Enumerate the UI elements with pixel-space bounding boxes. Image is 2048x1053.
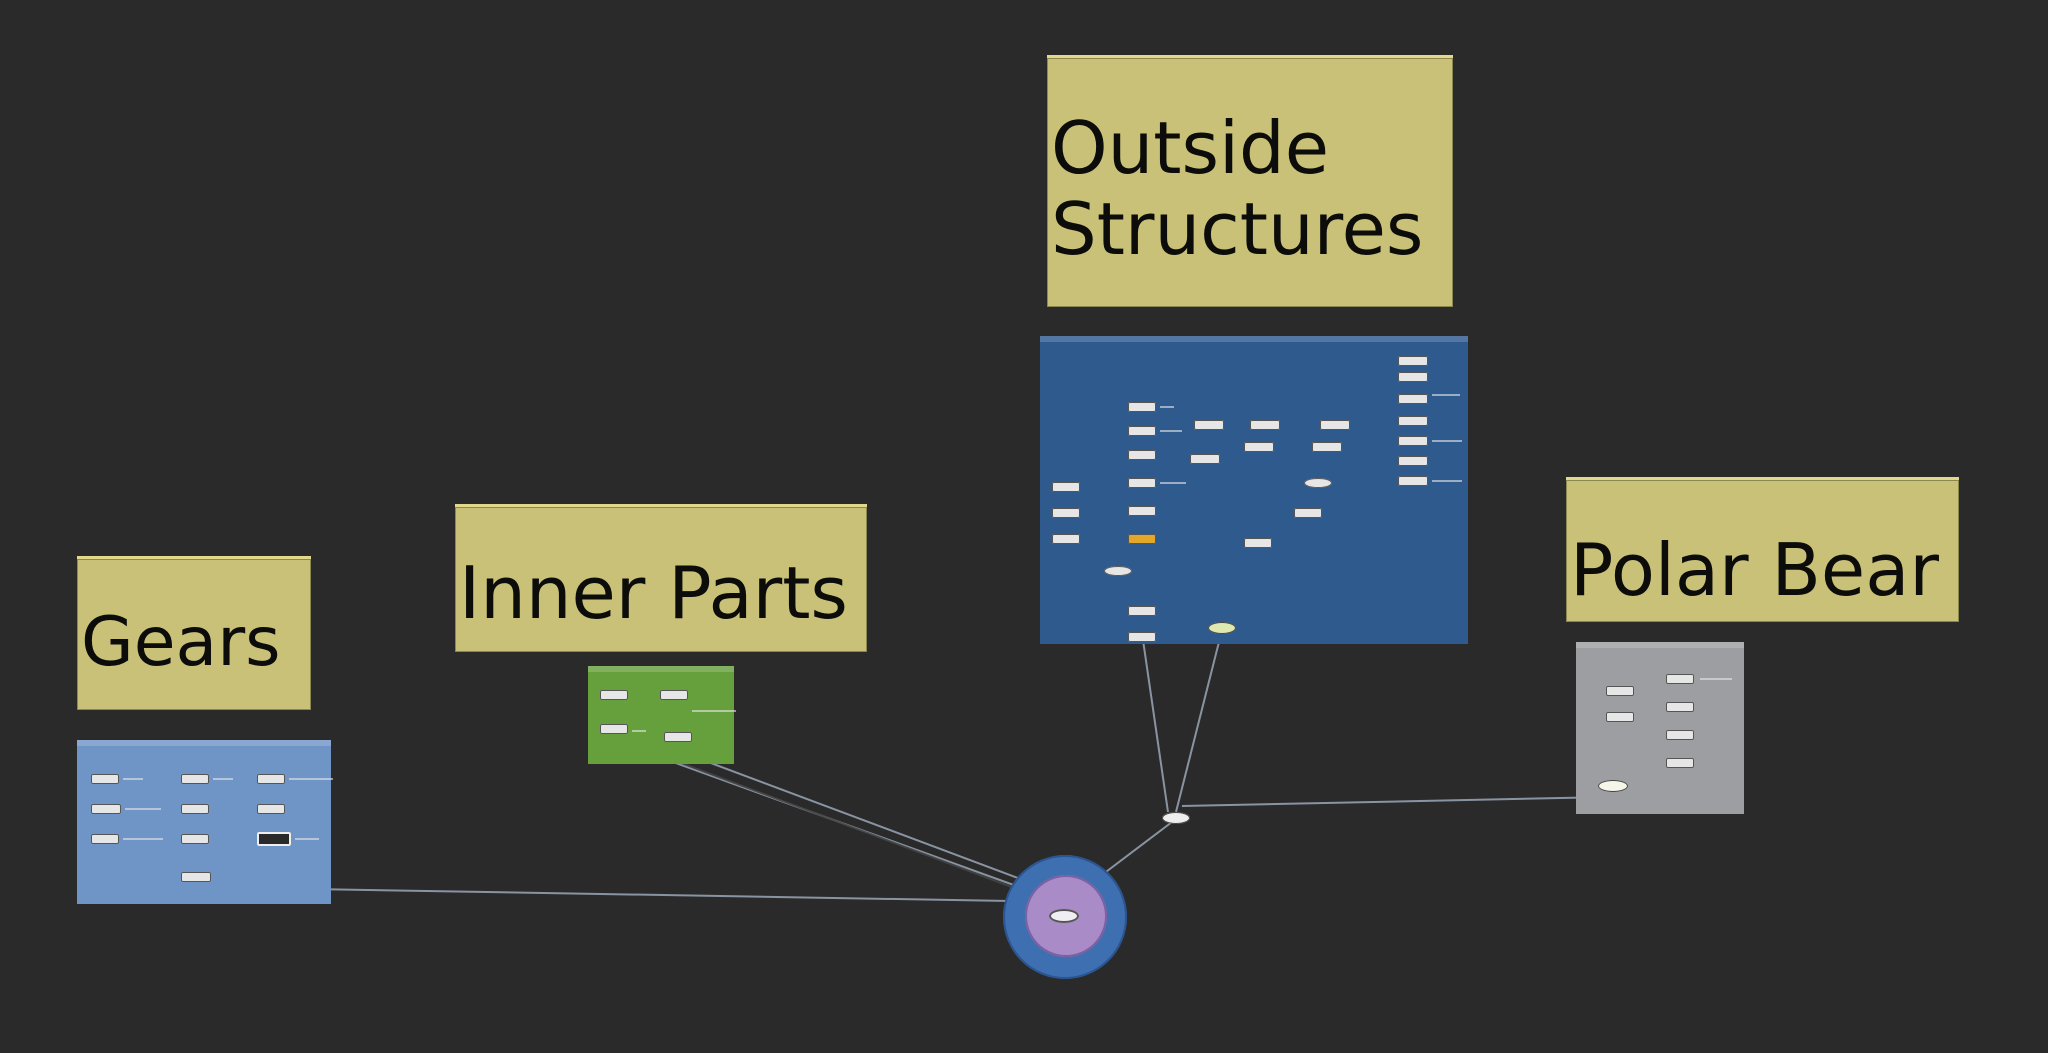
outside-output-pin-icon[interactable] — [1208, 622, 1236, 634]
inner-parts-node[interactable] — [600, 690, 628, 700]
sticky-note-outside-structures[interactable]: Outside Structures — [1047, 55, 1453, 307]
gears-node[interactable] — [181, 872, 211, 882]
merge-node[interactable] — [1003, 855, 1127, 979]
inner-parts-node-label — [692, 710, 736, 712]
sticky-note-gears[interactable]: Gears — [77, 556, 311, 710]
network-box-gears[interactable] — [77, 740, 333, 904]
outside-node[interactable] — [1128, 478, 1156, 488]
outside-node[interactable] — [1312, 442, 1342, 452]
outside-node[interactable] — [1244, 538, 1272, 548]
sticky-note-text: Polar Bear — [1570, 528, 1939, 612]
gears-node[interactable] — [91, 774, 119, 784]
outside-node[interactable] — [1104, 566, 1132, 576]
gears-node-label — [123, 838, 163, 840]
sticky-note-polar-bear[interactable]: Polar Bear — [1566, 477, 1959, 622]
wire-outside-a-to-null — [1142, 639, 1169, 813]
polar-bear-node[interactable] — [1606, 686, 1634, 696]
gears-node-label — [213, 778, 233, 780]
wire-outside-b-to-null — [1175, 629, 1223, 813]
polar-bear-output-pin-icon[interactable] — [1598, 780, 1628, 792]
merge-node-core — [1025, 875, 1107, 957]
outside-node-label — [1432, 394, 1460, 396]
outside-node[interactable] — [1128, 506, 1156, 516]
gears-node-label — [289, 778, 333, 780]
gears-node-label — [295, 838, 319, 840]
outside-node[interactable] — [1128, 606, 1156, 616]
gears-node[interactable] — [257, 832, 291, 846]
outside-node[interactable] — [1128, 402, 1156, 412]
gears-node-label — [125, 808, 161, 810]
polar-bear-node-label — [1700, 678, 1732, 680]
outside-node-label — [1160, 430, 1182, 432]
polar-bear-node[interactable] — [1666, 674, 1694, 684]
polar-bear-node[interactable] — [1666, 702, 1694, 712]
gears-node[interactable] — [91, 804, 121, 814]
inner-parts-node[interactable] — [664, 732, 692, 742]
sticky-note-text-line1: Outside — [1051, 106, 1330, 190]
outside-node[interactable] — [1052, 508, 1080, 518]
wire-polar-to-null — [1181, 796, 1611, 807]
merge-node-icon — [1049, 909, 1079, 923]
outside-node-label — [1432, 440, 1462, 442]
gears-node[interactable] — [257, 774, 285, 784]
outside-node[interactable] — [1250, 420, 1280, 430]
outside-node[interactable] — [1398, 436, 1428, 446]
sticky-note-inner-parts[interactable]: Inner Parts — [455, 504, 867, 652]
outside-node[interactable] — [1194, 420, 1224, 430]
outside-node[interactable] — [1128, 450, 1156, 460]
gears-node[interactable] — [91, 834, 119, 844]
outside-node[interactable] — [1052, 482, 1080, 492]
outside-node[interactable] — [1304, 478, 1332, 488]
outside-node[interactable] — [1398, 456, 1428, 466]
gears-node[interactable] — [181, 834, 209, 844]
polar-bear-node[interactable] — [1606, 712, 1634, 722]
outside-node[interactable] — [1320, 420, 1350, 430]
polar-bear-node[interactable] — [1666, 758, 1694, 768]
outside-node[interactable] — [1398, 416, 1428, 426]
outside-node-label — [1432, 480, 1462, 482]
inner-parts-node-label — [632, 730, 646, 732]
polar-bear-node[interactable] — [1666, 730, 1694, 740]
network-box-polar-bear[interactable] — [1576, 642, 1744, 814]
outside-node-label — [1160, 406, 1174, 408]
network-box-outside-structures[interactable] — [1040, 336, 1468, 644]
outside-node[interactable] — [1128, 632, 1156, 642]
gears-node-label — [123, 778, 143, 780]
outside-node[interactable] — [1294, 508, 1322, 518]
outside-node[interactable] — [1398, 356, 1428, 366]
null-node-icon[interactable] — [1162, 812, 1190, 824]
inner-parts-node[interactable] — [600, 724, 628, 734]
inner-parts-node[interactable] — [660, 690, 688, 700]
outside-node[interactable] — [1244, 442, 1274, 452]
gears-node[interactable] — [181, 804, 209, 814]
network-box-inner-parts[interactable] — [588, 666, 736, 764]
sticky-note-text: Inner Parts — [459, 551, 848, 635]
outside-node[interactable] — [1052, 534, 1080, 544]
outside-node[interactable] — [1128, 426, 1156, 436]
outside-node-selected[interactable] — [1128, 534, 1156, 544]
gears-node[interactable] — [257, 804, 285, 814]
outside-node[interactable] — [1398, 394, 1428, 404]
outside-node[interactable] — [1398, 476, 1428, 486]
wire-inner-to-merge-b — [675, 749, 1035, 885]
sticky-note-text-line2: Structures — [1051, 186, 1424, 271]
gears-node[interactable] — [181, 774, 209, 784]
outside-node-label — [1160, 482, 1186, 484]
outside-node[interactable] — [1190, 454, 1220, 464]
sticky-note-text: Gears — [81, 603, 281, 682]
outside-node[interactable] — [1398, 372, 1428, 382]
